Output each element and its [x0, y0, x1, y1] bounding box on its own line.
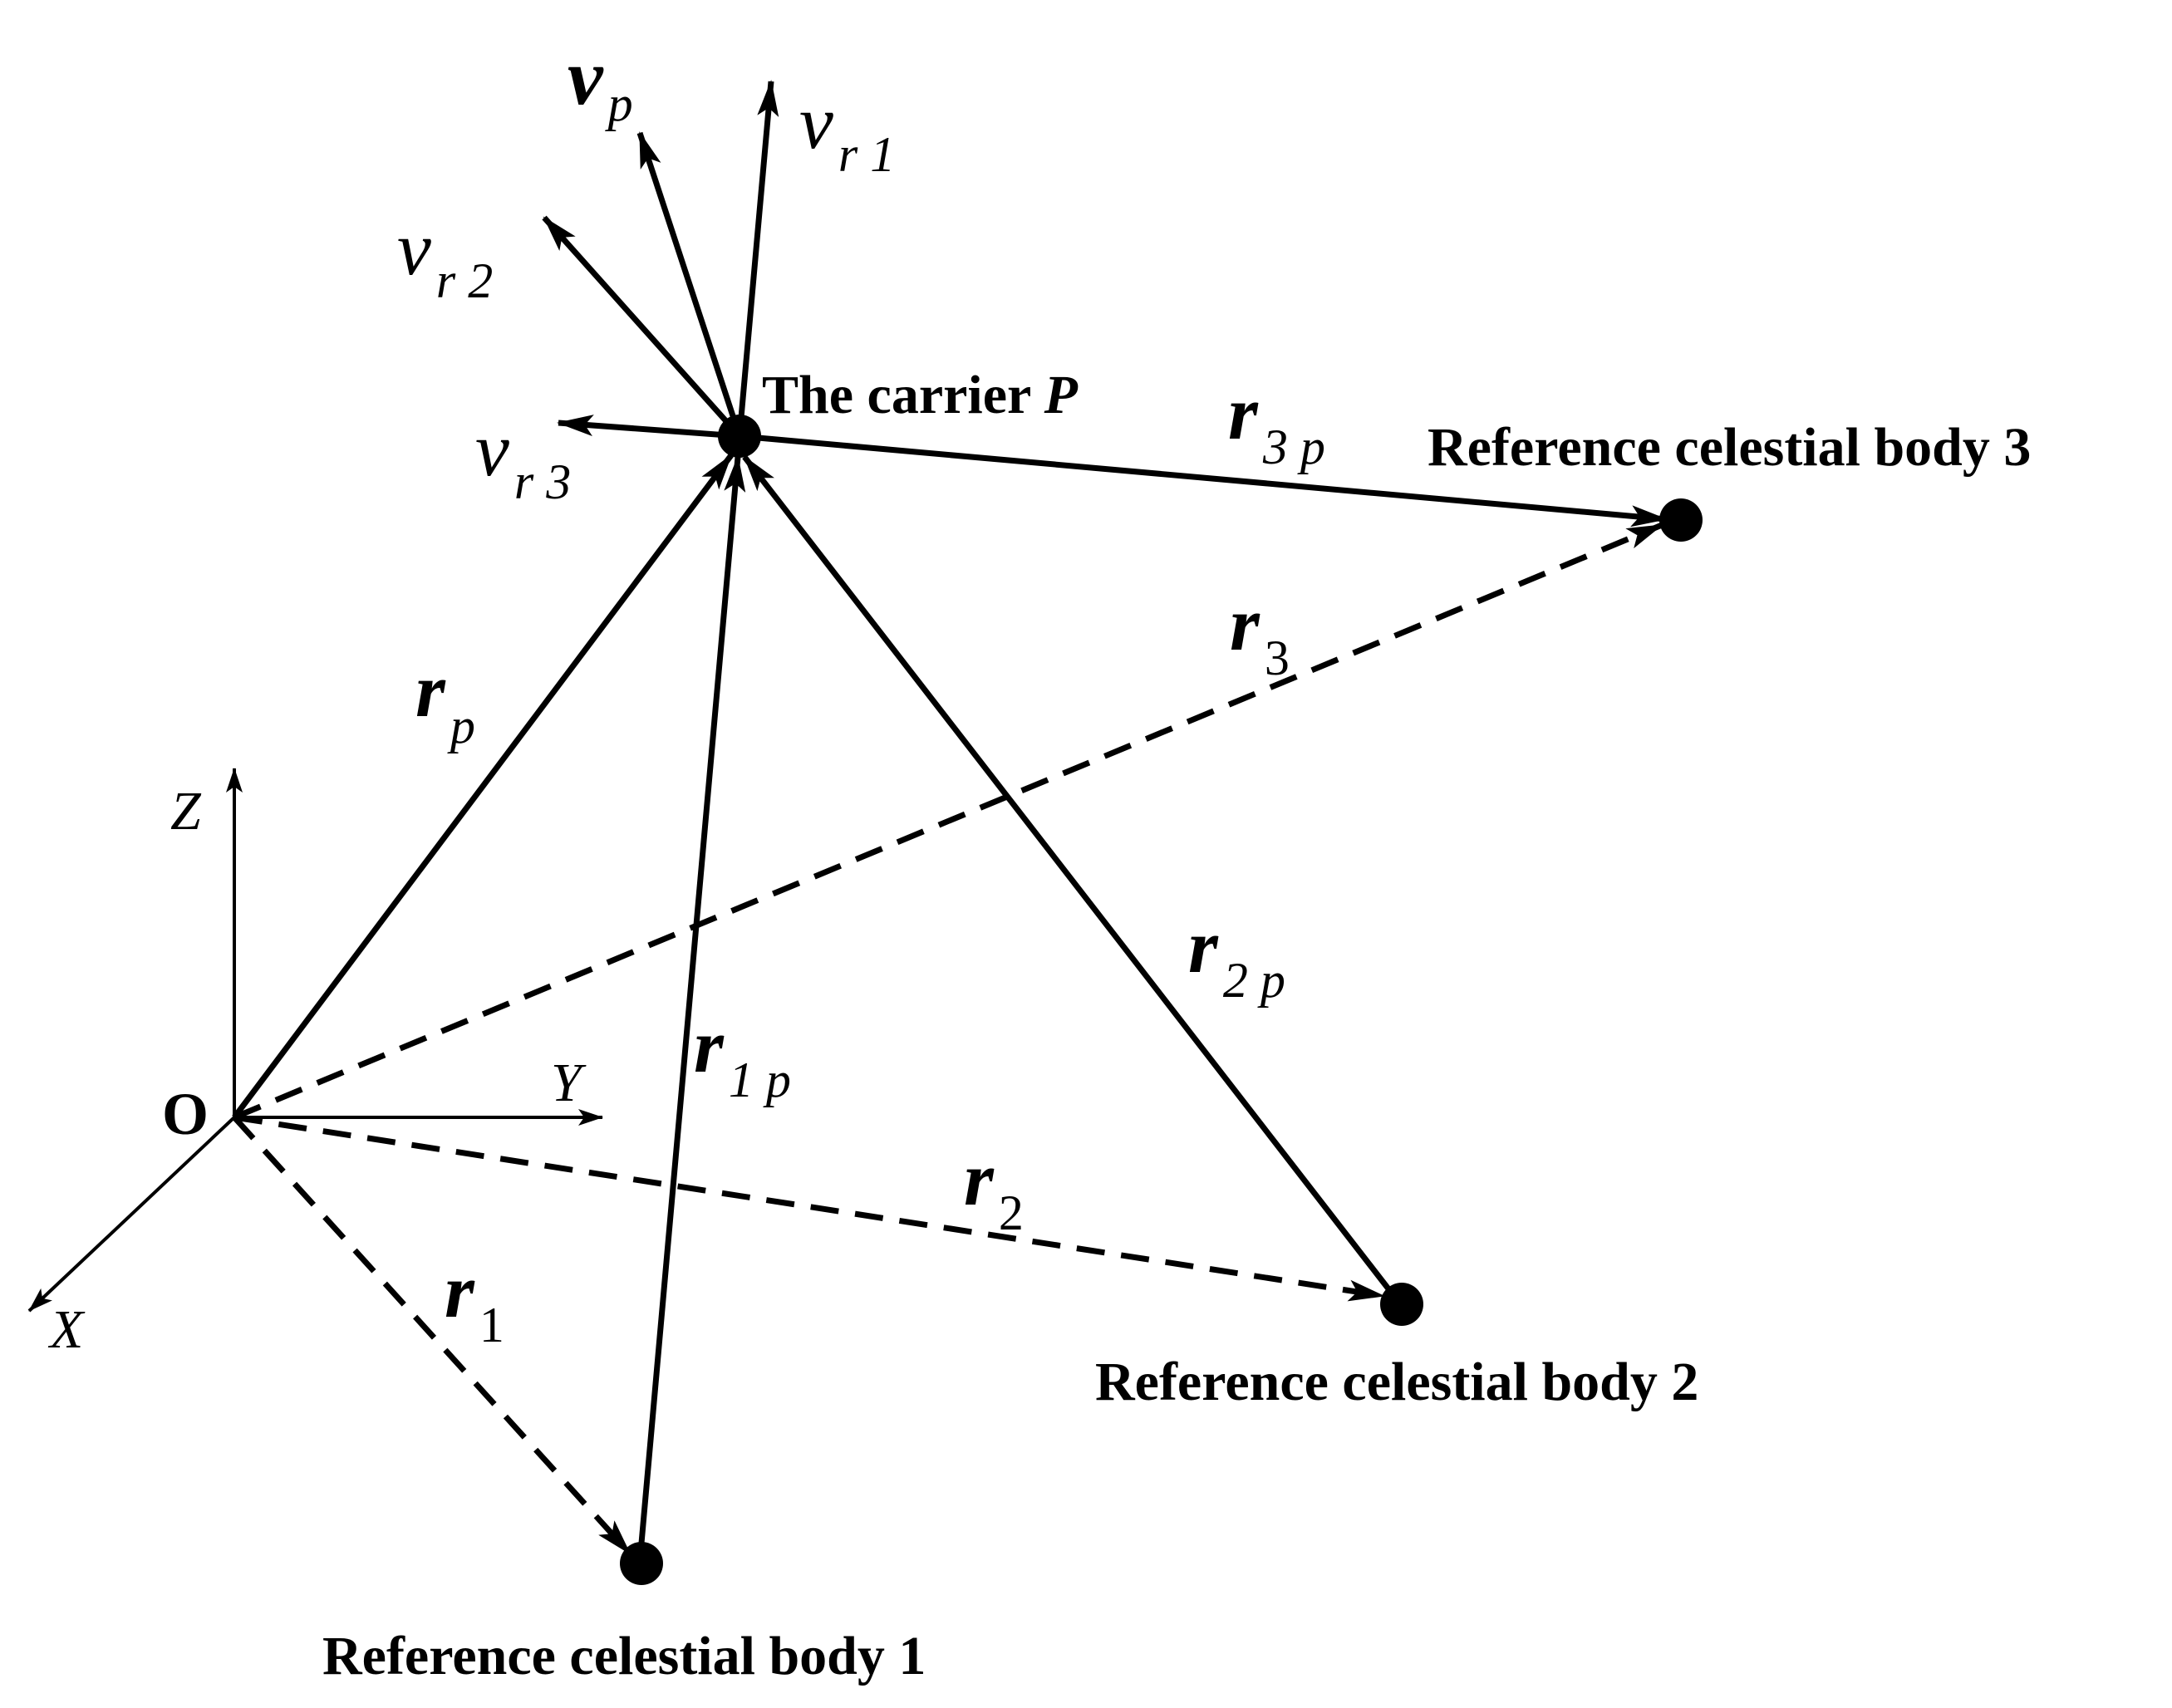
vector-vr1: [736, 80, 779, 437]
origin-label: O: [162, 1081, 209, 1147]
body-2-label: Reference celestial body 2: [1095, 1352, 1698, 1412]
vector-r2: [233, 1114, 1385, 1302]
body-3-label: Reference celestial body 3: [1428, 417, 2031, 478]
vector-rp: [232, 453, 734, 1120]
body-1-point: [620, 1542, 663, 1585]
body-3-point: [1659, 498, 1703, 542]
vector-r1: [232, 1115, 632, 1556]
body-2-point: [1380, 1283, 1423, 1326]
vector-r3: [233, 522, 1663, 1121]
axis-label-x: X: [47, 1299, 86, 1360]
x-axis: [27, 1116, 236, 1313]
vector-r1p: [636, 455, 746, 1563]
axis-label-y: Y: [551, 1053, 587, 1113]
vector-r3p: [739, 433, 1668, 528]
vector-vr3: [557, 415, 740, 439]
carrier-point: [718, 415, 761, 458]
vector-vp: [636, 131, 743, 438]
vector-vr2: [542, 215, 742, 439]
body-1-label: Reference celestial body 1: [322, 1626, 926, 1686]
carrier-label: The carrier P: [762, 365, 1079, 425]
axis-label-z: Z: [170, 781, 202, 842]
vector-r2p: [742, 454, 1401, 1304]
